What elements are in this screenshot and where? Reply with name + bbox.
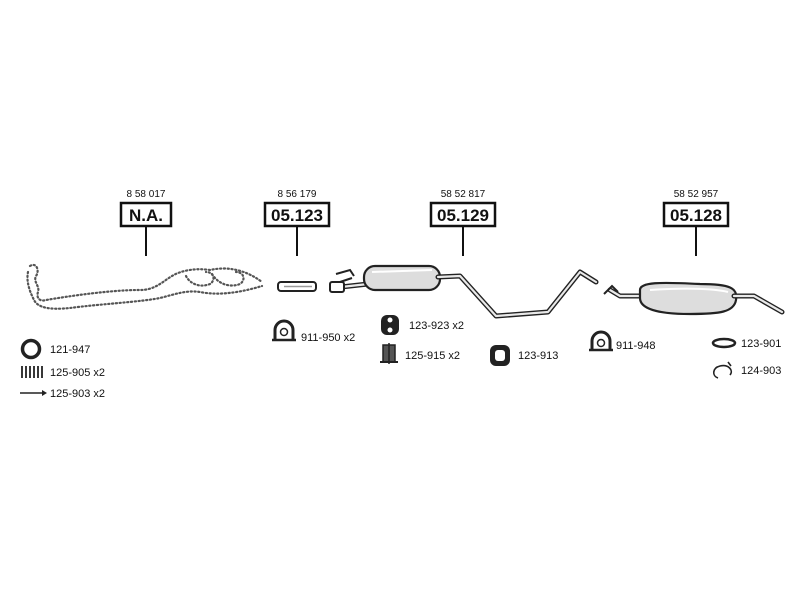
- spring-icon: [21, 366, 43, 378]
- accessory-123-901[interactable]: 123-901: [711, 337, 781, 350]
- middle-silencer-drawing[interactable]: [329, 264, 599, 319]
- part-callout-middle-silencer[interactable]: 58 52 817 05.129: [429, 189, 497, 256]
- oe-number: 8 56 179: [278, 189, 317, 200]
- accessory-121-947[interactable]: 121-947: [20, 338, 91, 360]
- clip-icon: [712, 361, 733, 379]
- accessory-label: 125-903 x2: [50, 388, 105, 400]
- accessory-911-950[interactable]: 911-950 x2: [272, 319, 355, 344]
- part-callout-rear-silencer[interactable]: 58 52 957 05.128: [662, 189, 730, 256]
- oe-number: 58 52 957: [674, 189, 719, 200]
- rear-silencer-drawing[interactable]: [603, 281, 785, 316]
- bracket-icon: [380, 343, 398, 364]
- oe-number: 58 52 817: [441, 189, 486, 200]
- accessory-label: 121-947: [50, 344, 90, 356]
- pipe-clamp-icon: [272, 319, 296, 342]
- bolt-icon: [20, 390, 47, 396]
- part-callout-front-pipe[interactable]: 8 56 179 05.123: [263, 189, 331, 256]
- accessory-label: 123-913: [518, 350, 558, 362]
- accessory-124-903[interactable]: 124-903: [712, 361, 782, 379]
- accessory-label: 125-905 x2: [50, 367, 105, 379]
- accessory-125-915[interactable]: 125-915 x2: [380, 343, 460, 364]
- accessory-label: 125-915 x2: [405, 350, 460, 362]
- accessory-label: 911-950 x2: [301, 332, 355, 344]
- ring-gasket-icon: [20, 338, 42, 360]
- accessory-label: 911-948: [616, 340, 656, 352]
- part-code: N.A.: [129, 206, 163, 225]
- part-code: 05.129: [437, 206, 489, 225]
- accessory-label: 124-903: [741, 365, 781, 377]
- downpipe-dotted-drawing[interactable]: [26, 263, 264, 310]
- accessory-911-948[interactable]: 911-948: [589, 330, 656, 352]
- accessory-123-913[interactable]: 123-913: [490, 345, 558, 366]
- accessory-125-905[interactable]: 125-905 x2: [21, 366, 105, 379]
- pipe-clamp-icon: [589, 330, 613, 352]
- rubber-hanger-icon: [490, 345, 510, 366]
- accessory-label: 123-901: [741, 338, 781, 350]
- front-pipe-drawing[interactable]: [277, 281, 317, 292]
- part-callout-downpipe[interactable]: 8 58 017 N.A.: [119, 189, 173, 256]
- rubber-ring-icon: [381, 315, 399, 335]
- accessory-125-903[interactable]: 125-903 x2: [20, 388, 105, 400]
- accessory-123-923[interactable]: 123-923 x2: [381, 315, 464, 335]
- accessory-label: 123-923 x2: [409, 320, 464, 332]
- part-code: 05.128: [670, 206, 722, 225]
- flat-ring-icon: [711, 337, 737, 349]
- part-code: 05.123: [271, 206, 323, 225]
- oe-number: 8 58 017: [127, 189, 166, 200]
